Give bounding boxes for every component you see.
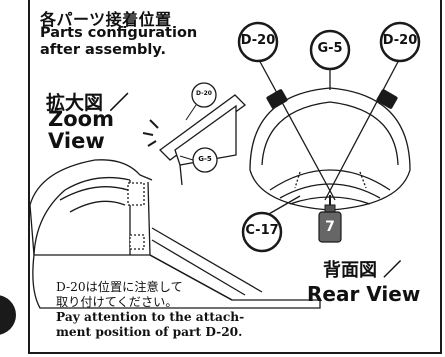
zoom-leader-line — [185, 104, 197, 121]
rear-callout-d20-right — [379, 21, 421, 63]
page-title-en: Parts configuration after assembly. — [40, 25, 197, 59]
zoom-view-label-en: Zoom View — [48, 108, 114, 152]
glue-bottle-number: 7 — [325, 219, 335, 235]
note-line-4: ment position of part D-20. — [56, 325, 243, 339]
rear-callout-c17-label: C-17 — [245, 223, 279, 238]
rear-view-drawing — [249, 87, 411, 211]
zoom-callout-g5-label: G-5 — [198, 155, 212, 163]
rear-callout-g5 — [309, 29, 351, 71]
zoom-view-label-en-line2: View — [48, 129, 105, 153]
note-line-1: D-20は位置に注意して — [56, 280, 183, 294]
rear-part-d20-right — [376, 89, 398, 109]
rear-callout-d20-right-label: D-20 — [382, 33, 418, 48]
glue-bottle-icon — [318, 195, 342, 243]
rear-callout-d20-left-label: D-20 — [240, 33, 276, 48]
rear-callout-c17 — [241, 211, 283, 253]
zoom-view-label-jp: 拡大図 ／ — [46, 92, 129, 114]
rear-view-label-jp: 背面図 ／ — [323, 260, 402, 281]
page-title-en-line1: Parts configuration — [40, 25, 198, 41]
zoom-callout-d20-label: D-20 — [196, 90, 212, 97]
rear-callout-d20-left — [237, 21, 279, 63]
zoom-callout-g5 — [179, 147, 218, 173]
assembly-note: D-20は位置に注意して 取り付けてください。 Pay attention to… — [56, 280, 244, 340]
page-title-jp: 各パーツ接着位置 — [40, 10, 172, 29]
note-line-3: Pay attention to the attach- — [56, 310, 245, 324]
zoom-callout-d20 — [191, 82, 217, 108]
rear-callout-g5-label: G-5 — [317, 41, 343, 56]
page-edge-tab — [0, 295, 16, 335]
attention-marks — [142, 119, 159, 147]
zoom-view-label-en-line1: Zoom — [48, 107, 114, 131]
note-line-2: 取り付けてください。 — [56, 295, 178, 309]
zoom-view-drawing — [29, 94, 321, 309]
rear-view-label-en: Rear View — [307, 282, 421, 306]
page-title-en-line2: after assembly. — [40, 42, 167, 58]
